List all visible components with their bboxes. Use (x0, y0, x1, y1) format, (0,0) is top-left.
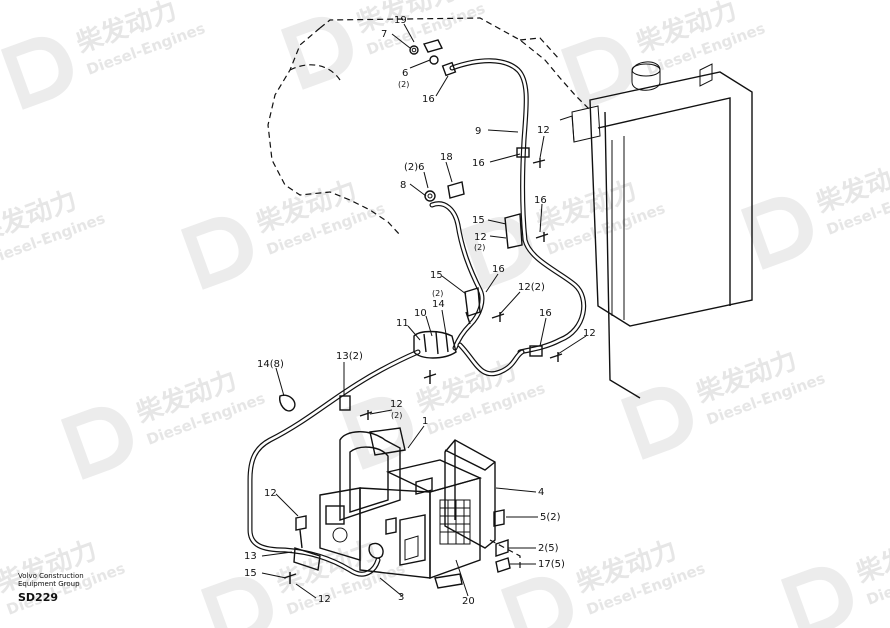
callout-9: 9 (475, 126, 481, 137)
clamps-bolts (278, 147, 563, 420)
engine-outline (267, 17, 591, 236)
watermark-logo-icon (500, 577, 573, 628)
callout-1: 1 (422, 416, 428, 427)
callout-17-5: 17(5) (538, 559, 565, 570)
callout-6-qty2: (2)6 (404, 162, 425, 173)
callout-6-qty: (2) (398, 80, 409, 89)
callout-12: 12 (318, 594, 331, 605)
callout-18: 18 (440, 152, 453, 163)
watermark-logo-icon (280, 17, 353, 90)
callout-4: 4 (538, 487, 544, 498)
watermark-logo-icon (340, 397, 413, 470)
heater-unit (319, 427, 483, 589)
callout-2-5: 2(5) (538, 543, 559, 554)
callout-3: 3 (398, 592, 404, 603)
callout-19: 19 (394, 15, 407, 26)
callout-13-2: 13(2) (336, 351, 363, 362)
callout-7: 7 (381, 29, 387, 40)
callout-20: 20 (462, 596, 475, 607)
watermark-brand: 柴发动力 (852, 524, 890, 589)
callout-14: 14 (432, 299, 445, 310)
callout-15: 15 (430, 270, 443, 281)
heater-bolts (283, 509, 521, 584)
callout-14-8: 14(8) (257, 359, 284, 370)
callout-12: 12 (264, 488, 277, 499)
callout-15: 15 (244, 568, 257, 579)
callout-12: 12 (537, 125, 550, 136)
callout-12: 12 (390, 399, 403, 410)
callout-16: 16 (534, 195, 547, 206)
leader-lines (261, 23, 587, 599)
top-fittings (409, 39, 465, 202)
watermark-logo-icon (60, 407, 133, 480)
callout-10: 10 (414, 308, 427, 319)
watermark-logo-icon (620, 387, 693, 460)
watermark-logo-icon (740, 197, 813, 270)
callout-5-2: 5(2) (540, 512, 561, 523)
callout-16: 16 (539, 308, 552, 319)
company-line-2: Equipment Group (18, 580, 80, 588)
watermark-logo-icon (200, 577, 273, 628)
callout-16: 16 (492, 264, 505, 275)
drawing-code: SD229 (18, 591, 59, 604)
hose-lines (247, 58, 587, 577)
callout-8: 8 (400, 180, 406, 191)
company-line-1: Volvo Construction (18, 572, 84, 580)
callout-labels: 19 7 6 (2) 16 9 12 16 (2)6 18 8 15 16 12… (244, 15, 596, 607)
callout-12-qty: (2) (391, 411, 402, 420)
callout-12-qty: (2) (474, 243, 485, 252)
watermark-logo-icon (460, 217, 533, 290)
watermark-logo-icon (0, 37, 73, 110)
watermark-logo-icon (780, 567, 853, 628)
drawing-footer: Volvo Construction Equipment Group SD229 (18, 572, 84, 604)
callout-11: 11 (396, 318, 409, 329)
callout-12: 12 (474, 232, 487, 243)
callout-13: 13 (244, 551, 257, 562)
radiator (559, 61, 753, 399)
callout-14-qty: (2) (432, 289, 443, 298)
watermark-logo-icon (180, 217, 253, 290)
callout-16: 16 (422, 94, 435, 105)
bracket (444, 439, 496, 549)
watermark-logo-icon (560, 37, 633, 110)
callout-15: 15 (472, 215, 485, 226)
callout-16: 16 (472, 158, 485, 169)
callout-12: 12 (583, 328, 596, 339)
callout-12-2: 12(2) (518, 282, 545, 293)
callout-6: 6 (402, 68, 408, 79)
